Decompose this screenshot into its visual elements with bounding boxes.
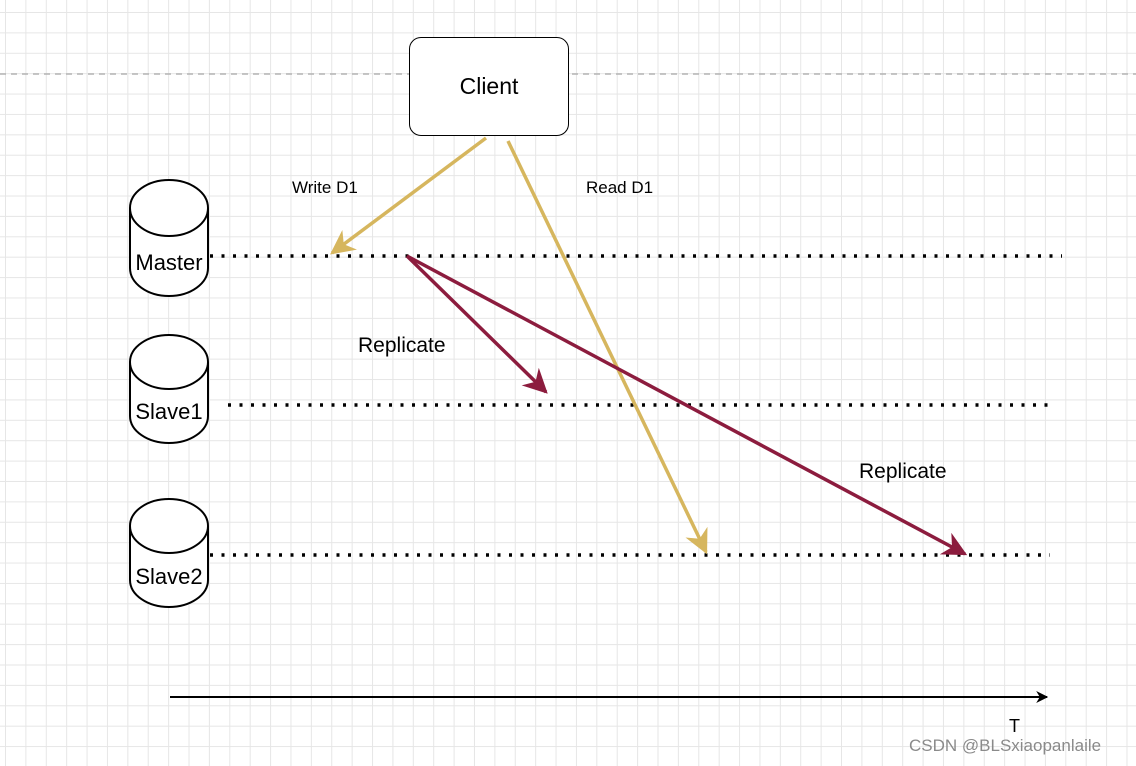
replicate-edge-label-2: Replicate	[859, 460, 947, 483]
time-axis-label: T	[1009, 716, 1020, 736]
client-label: Client	[459, 73, 519, 99]
slave1-label: Slave1	[135, 399, 203, 424]
replicate-edge-label-1: Replicate	[358, 334, 446, 357]
replicate-to-slave1-arrow[interactable]	[405, 254, 548, 394]
slave2-label: Slave2	[135, 564, 203, 589]
read-arrow[interactable]	[506, 140, 708, 555]
master-label: Master	[135, 250, 203, 275]
client-node[interactable]: Client	[409, 37, 569, 136]
write-edge-label: Write D1	[292, 178, 358, 197]
replicate-to-slave2-arrow[interactable]	[406, 254, 968, 556]
watermark: CSDN @BLSxiaopanlaile	[909, 736, 1102, 755]
write-arrow[interactable]	[330, 136, 488, 255]
read-edge-label: Read D1	[586, 178, 654, 197]
master-database-icon[interactable]	[129, 179, 209, 297]
slave2-database-icon[interactable]	[129, 498, 209, 608]
slave1-database-icon[interactable]	[129, 334, 209, 444]
